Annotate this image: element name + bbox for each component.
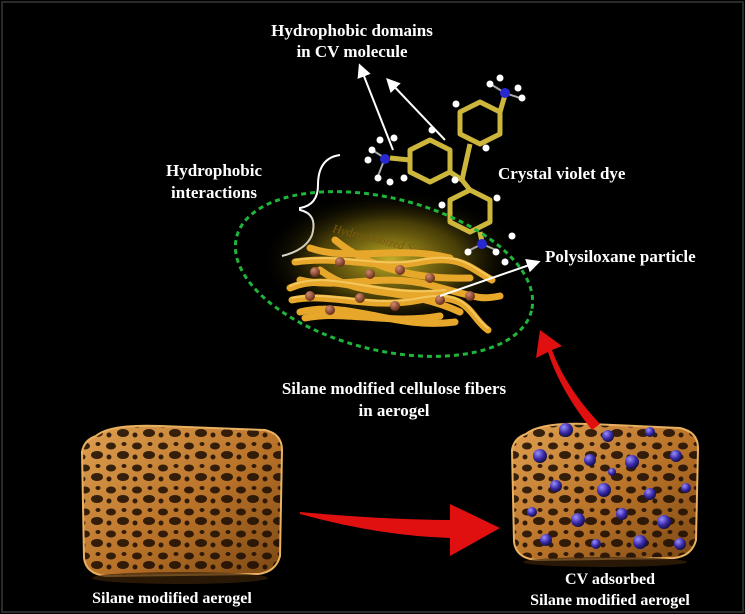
polysiloxane-label: Polysiloxane particle (545, 247, 696, 266)
cellulose-label-2: in aerogel (359, 401, 430, 420)
right-aerogel-label-1: CV adsorbed (565, 571, 655, 588)
left-aerogel-label: Silane modified aerogel (92, 590, 252, 607)
zoom-arrow (536, 330, 600, 430)
hydrophobic-domains-label-1: Hydrophobic domains (271, 21, 433, 40)
transfer-arrow (300, 504, 500, 556)
left-aerogel-cube (82, 426, 282, 584)
hydrophobic-interactions-label-2: interactions (171, 183, 257, 202)
domain-arrow-left (360, 66, 393, 150)
hydrophobic-domains-label-2: in CV molecule (296, 42, 408, 61)
crystal-violet-label: Crystal violet dye (498, 164, 626, 183)
hydrophobic-interactions-label-1: Hydrophobic (166, 161, 263, 180)
domain-arrow-right (388, 80, 445, 140)
right-aerogel-label-2: Silane modified aerogel (530, 592, 690, 609)
cellulose-label-1: Silane modified cellulose fibers (282, 379, 507, 398)
